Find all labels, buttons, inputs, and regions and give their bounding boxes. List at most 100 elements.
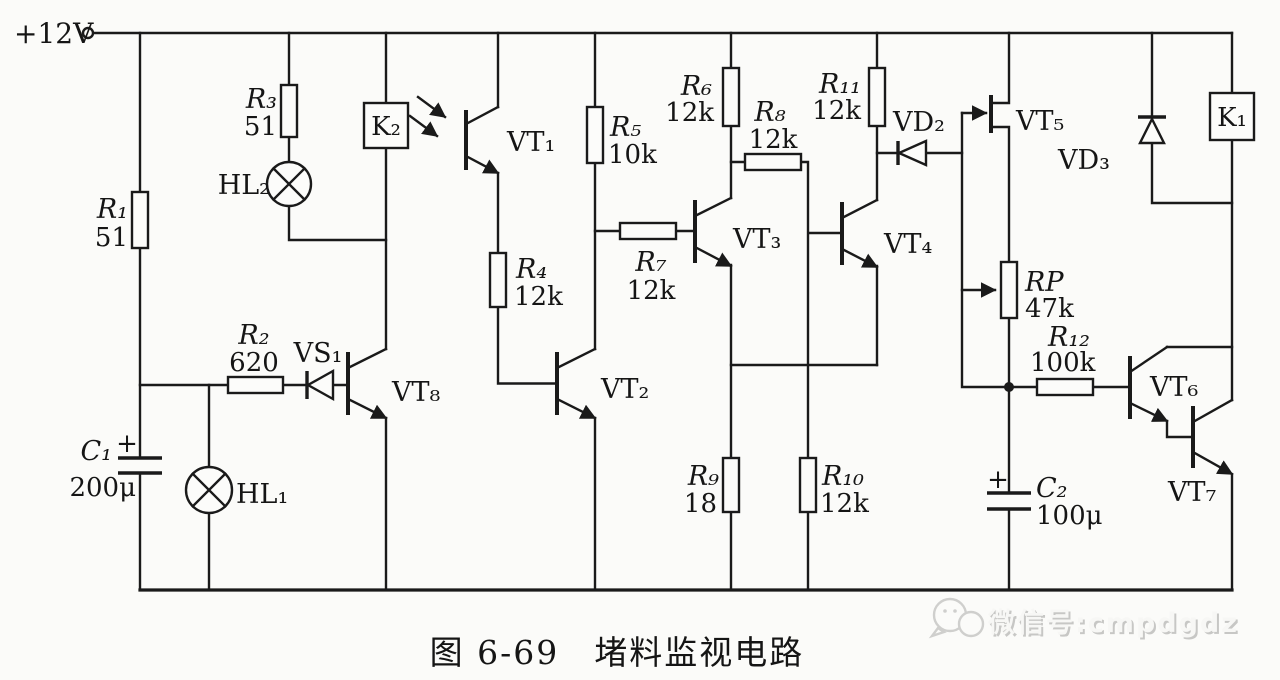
emitter-lead [693,245,733,268]
resistor-body [279,83,299,139]
emitter-lead [555,397,597,420]
potentiometer-body [999,260,1019,320]
label-r10: R₁₀ [821,461,864,492]
junction-dot [1004,382,1014,392]
label-k1: K₁ [1217,103,1247,133]
capacitor-c1: C₁ + 200μ [69,429,162,503]
relay-k1: K₁ [1208,91,1256,142]
collector-lead [840,198,879,220]
label-c2: C₂ [1036,473,1067,504]
value-r1: 51 [95,223,128,253]
resistor-r9: R₉ 18 [684,456,741,519]
label-vs1: VS₁ [293,338,343,369]
transistor-vt6: VT₆ [1128,345,1199,423]
resistor-r5: R₅ 10k [585,105,657,170]
wire [496,31,558,385]
lamp-cross [191,472,227,508]
resistor-r8: R₈ 12k [743,97,803,172]
resistor-r7: R₇ 12k [618,221,678,306]
polarity-c2: + [987,465,1009,495]
label-vt1: VT₁ [506,127,555,158]
wechat-eye [953,609,957,613]
emitter-lead [464,154,500,175]
value-c1: 200μ [69,473,136,503]
label-hl1: HL₁ [236,479,288,510]
diode-vd3: VD₃ [1057,115,1166,176]
diode-triangle [305,368,335,402]
value-r9: 18 [684,489,717,519]
collector-lead [464,105,500,126]
emitter-lead [346,397,388,420]
polarity-c1: + [116,429,138,459]
wire [287,31,388,242]
resistor-body [488,251,508,309]
collector-lead [693,196,733,218]
resistor-body [130,190,150,250]
label-rp: RP [1024,267,1064,298]
watermark: 微信号:cmpdgdz 微信号:cmpdgdz [928,597,1239,641]
transistor-vt3: VT₃ [693,196,781,268]
resistor-r11: R₁₁ 12k [812,66,887,128]
transistor-vt7: VT₇ [1167,398,1234,508]
label-vt8: VT₈ [391,377,441,408]
value-r10: 12k [820,489,869,519]
lamp-hl1: HL₁ [184,465,288,515]
label-r9: R₉ [687,461,719,492]
capacitor-plates [987,491,1031,511]
value-r2: 620 [229,348,279,378]
resistor-body [721,456,741,514]
diode-vs1: VS₁ [293,338,343,402]
diode-triangle [896,139,928,167]
supply-terminal [81,26,95,40]
wechat-icon [928,597,985,639]
resistor-body [585,105,605,165]
value-r8: 12k [749,125,798,155]
emitter-lead [1128,401,1169,423]
label-r3: R₃ [245,84,277,115]
resistor-r6: R₆ 12k [665,66,741,128]
transistor-vt4: VT₄ [840,198,932,269]
potentiometer-rp: RP 47k [960,260,1074,324]
label-r11: R₁₁ [818,69,861,100]
emitter-lead [1191,450,1234,476]
wechat-bubble-tail [928,626,947,639]
label-r2: R₂ [237,320,269,351]
resistor-r1: R₁ 51 [95,190,150,253]
lamp-cross [271,166,307,202]
relay-body [362,101,410,150]
lamp-hl2: HL₂ [218,160,313,208]
resistor-r4: R₄ 12k [488,251,563,312]
resistor-body [618,221,678,241]
relay-k2: K₂ [362,101,410,150]
resistor-r2: R₂ 620 [226,320,285,395]
label-vt5: VT₅ [1015,106,1064,137]
label-hl2: HL₂ [218,170,270,201]
resistor-body [867,66,887,128]
value-r3: 51 [244,112,277,142]
value-r4: 12k [514,282,563,312]
relay-body [1208,91,1256,142]
resistor-body [743,152,803,172]
transistor-vt8: VT₈ [346,347,441,420]
label-r4: R₄ [515,254,547,285]
light-arrow [416,95,447,119]
resistor-body [798,456,818,514]
label-vd3: VD₃ [1057,145,1110,176]
wire [729,160,842,592]
label-vt4: VT₄ [883,229,932,260]
label-vt6: VT₆ [1149,372,1199,403]
capacitor-plates [118,456,162,475]
diode-vd2: VD₂ [892,107,945,167]
label-r8: R₈ [753,97,785,128]
collector-lead [1191,398,1234,424]
value-rp: 47k [1025,294,1074,324]
capacitor-c2: + C₂ 100μ [987,465,1103,531]
resistor-r10: R₁₀ 12k [798,456,869,519]
collector-lead [1128,345,1169,374]
light-arrow [408,114,439,138]
resistor-r12: R₁₂ 100k [1030,322,1096,397]
transistor-vt2: VT₂ [555,347,649,420]
wechat-eye [943,609,947,613]
wire [1150,31,1234,205]
label-c1: C₁ [81,436,112,467]
